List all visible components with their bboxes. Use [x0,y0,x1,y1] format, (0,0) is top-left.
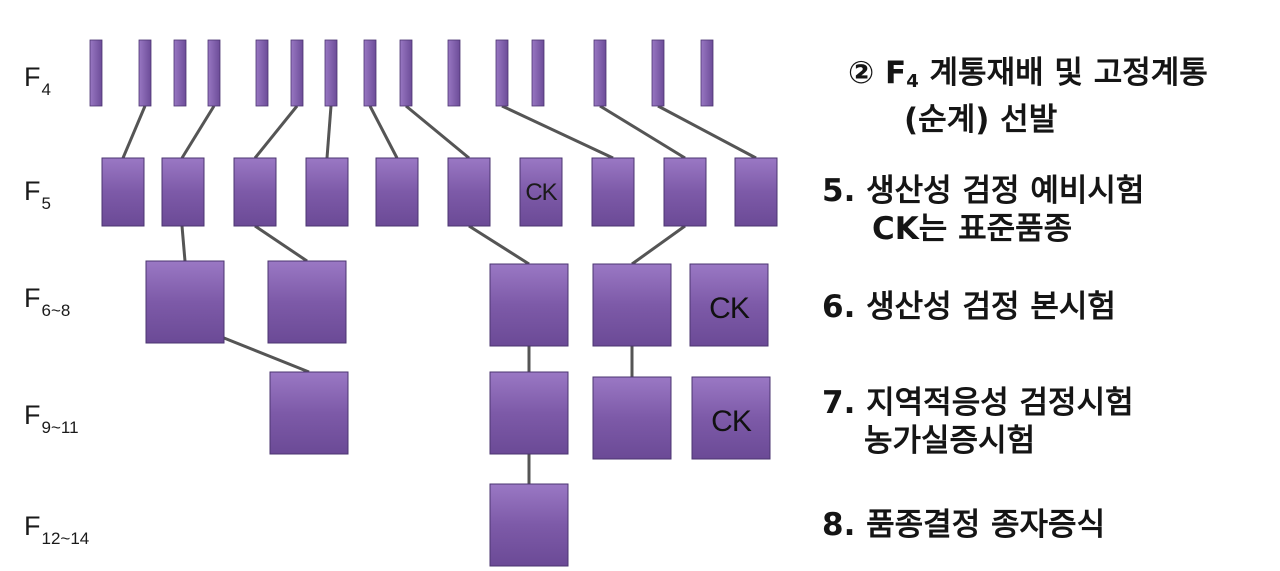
check-box-label: CK [709,292,750,325]
step-8-variety-seed-increase: 8. 품종결정 종자증식 [822,506,1105,544]
connector-line [121,105,147,159]
connector-line [180,225,187,262]
connector-line [501,104,614,160]
generation-label-f12-14: F12~14 [24,511,89,548]
generation-prefix: F [24,400,41,430]
generation-prefix: F [24,62,41,92]
step-text: 5. 생산성 검정 예비시험 [822,173,1145,209]
f4-line-bar [255,39,269,107]
f5-line-box [663,157,707,227]
step-text: 8. 품종결정 종자증식 [822,507,1106,543]
f6-8-line-box [489,263,569,347]
selection-boxes: CK CK CK [101,157,778,567]
connector-lines [121,104,757,484]
f4-line-bar [593,39,607,107]
f4-line-bar [700,39,714,107]
f5-line-box [591,157,635,227]
f5-line-box [375,157,419,227]
generation-subscript: 6~8 [41,301,71,320]
step-5-preliminary-yield-trial: 5. 생산성 검정 예비시험 CK는 표준품종 [822,172,1144,248]
generation-subscript: 9~11 [41,418,79,437]
f12-14-line-box [489,483,569,567]
connector-line [223,336,310,374]
f6-8-line-box [145,260,225,344]
f5-line-box [447,157,491,227]
f4-line-bar [447,39,461,107]
step-text-line2: (순계) 선발 [904,102,1058,138]
step-text: 7. 지역적응성 검정시험 [822,385,1134,421]
f4-lines-row [89,39,714,107]
step-7-regional-adaptation-trial: 7. 지역적응성 검정시험 농가실증시험 [822,384,1134,460]
f5-check-label: CK [525,179,557,206]
connector-line [325,105,333,159]
generation-label-f6-8: F6~8 [24,283,70,320]
f9-11-line-box [489,371,569,455]
step-6-main-yield-trial: 6. 생산성 검정 본시험 [822,288,1116,326]
f5-line-box [305,157,349,227]
f9-11-check-box [691,376,771,460]
generation-prefix: F [24,176,41,206]
f6-8-line-box [267,260,347,344]
generation-label-f9-11: F9~11 [24,400,79,437]
generation-subscript: 12~14 [41,529,90,548]
f4-line-bar [207,39,221,107]
connector-line [254,224,308,263]
f5-line-box [101,157,145,227]
step-text-line2: 농가실증시험 [864,423,1036,459]
generation-label-f5: F5 [24,176,51,213]
connector-line [657,104,757,160]
connector-line [180,105,216,159]
connector-line [405,104,470,160]
f4-line-bar [363,39,377,107]
f5-check-box [519,157,563,227]
step-text: 계통재배 및 고정계통 [918,55,1208,91]
step-text: ② F [848,55,907,91]
connector-line [368,105,399,159]
f4-line-bar [290,39,304,107]
f9-11-line-box [269,371,349,455]
connector-line [631,224,686,266]
f9-11-line-box [592,376,672,460]
connector-line [253,105,299,159]
connector-line [468,224,530,266]
f4-line-bar [138,39,152,107]
f4-line-bar [324,39,338,107]
breeding-diagram: CK CK CK [89,39,778,567]
f5-line-box [734,157,778,227]
step-f4-line-selection: ② F4 계통재배 및 고정계통 (순계) 선발 [848,54,1208,139]
step-text-line2: CK는 표준품종 [872,211,1073,247]
step-text: 6. 생산성 검정 본시험 [822,289,1116,325]
step-subscript: 4 [906,71,919,92]
f5-line-box [161,157,205,227]
f4-line-bar [651,39,665,107]
f4-line-bar [89,39,103,107]
f6-8-line-box [592,263,672,347]
f6-8-check-box [689,263,769,347]
check-box-label: CK [711,405,752,438]
connector-line [599,104,686,160]
generation-label-f4: F4 [24,62,51,99]
generation-prefix: F [24,283,41,313]
f4-line-bar [173,39,187,107]
generation-subscript: 5 [41,194,51,213]
f4-line-bar [531,39,545,107]
generation-prefix: F [24,511,41,541]
f4-line-bar [399,39,413,107]
generation-subscript: 4 [41,80,51,99]
f4-line-bar [495,39,509,107]
f5-line-box [233,157,277,227]
